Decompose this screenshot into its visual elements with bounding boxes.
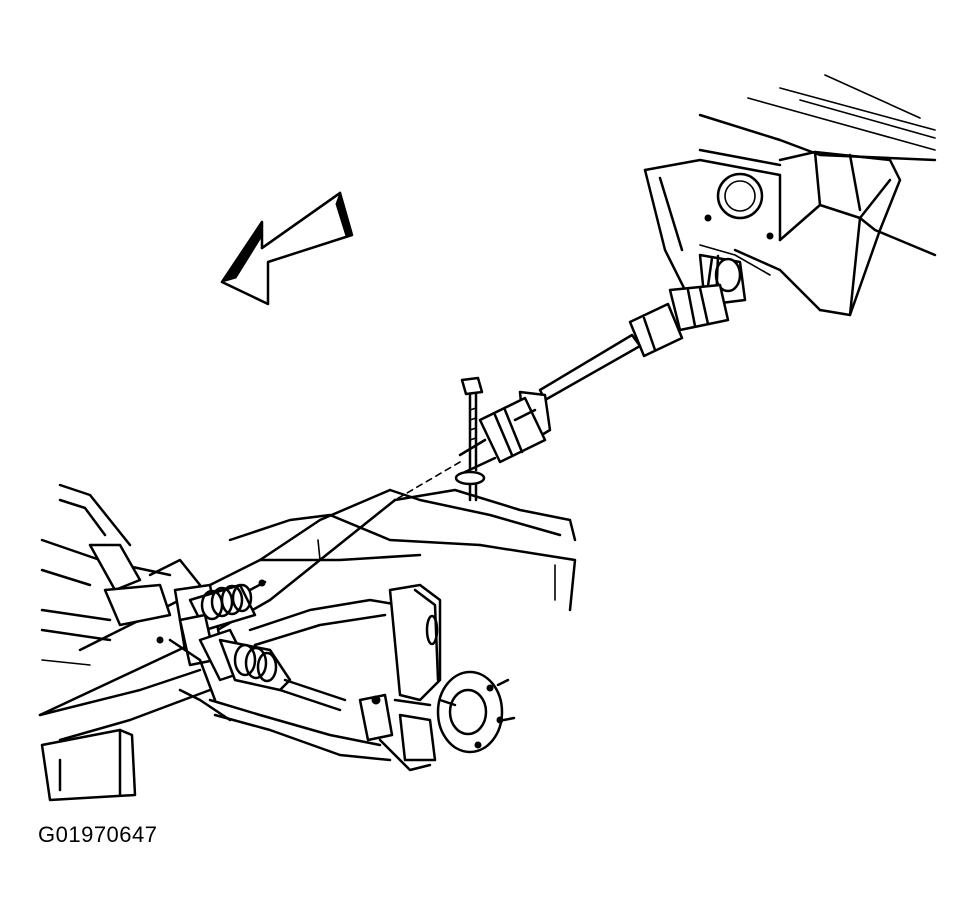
bulkhead-panel	[643, 74, 937, 317]
upper-intermediate-shaft	[538, 253, 747, 402]
frame-end-block	[40, 728, 137, 802]
steering-knuckle	[358, 583, 442, 772]
front-direction-arrow-icon	[220, 191, 354, 306]
wheel-hub	[436, 670, 516, 754]
left-frame-rail	[40, 483, 202, 666]
steering-gear	[156, 579, 347, 722]
pinch-bolt	[454, 376, 486, 502]
lower-control-arm	[208, 598, 402, 762]
lower-steering-joint	[458, 390, 552, 474]
figure-code: G01970647	[38, 822, 158, 847]
